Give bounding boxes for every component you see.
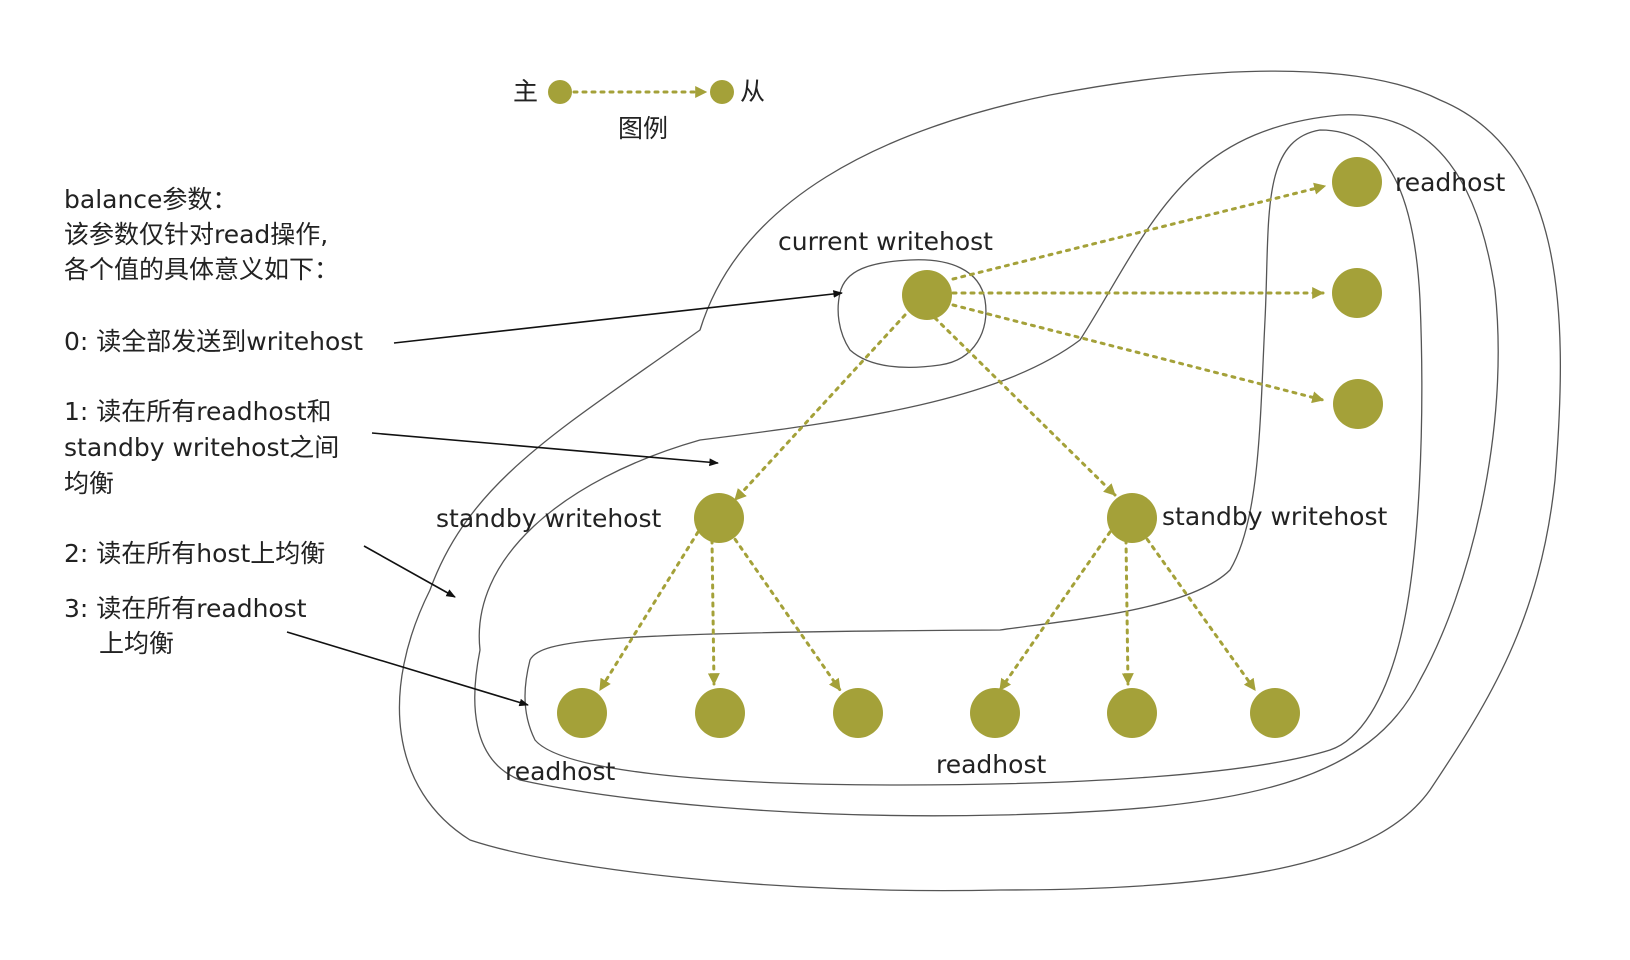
- label-standby-writehost-left: standby writehost: [436, 504, 661, 533]
- legend-slave-node: [710, 80, 734, 104]
- description-line-1: balance参数：: [64, 185, 237, 214]
- node-readhost-bottom-5: [1107, 688, 1157, 738]
- legend-slave-label: 从: [740, 77, 765, 106]
- region-all-hosts: [398, 70, 1562, 892]
- node-readhost-bottom-2: [695, 688, 745, 738]
- description-line-2: 该参数仅针对read操作,: [64, 220, 328, 249]
- node-standby-writehost-right: [1107, 493, 1157, 543]
- node-current-writehost: [902, 270, 952, 320]
- relation-standby-left-to-readhost-3: [728, 530, 842, 692]
- relation-standby-left-to-readhost-2: [707, 538, 720, 686]
- node-readhost-top-1: [1332, 157, 1382, 207]
- label-readhost-bottom-right: readhost: [936, 750, 1046, 779]
- region-readhost-and-standby: [474, 114, 1499, 817]
- label-current-writehost: current writehost: [778, 227, 993, 256]
- pointer-option-2: [363, 545, 456, 598]
- relation-standby-left-to-readhost-1: [598, 530, 700, 692]
- relation-current-to-standby-left: [733, 313, 907, 502]
- option-3-line-1: 3: 读在所有readhost: [64, 594, 307, 623]
- option-1-line-1: 1: 读在所有readhost和: [64, 397, 332, 426]
- legend-master-node: [548, 80, 572, 104]
- label-readhost-top: readhost: [1395, 168, 1505, 197]
- relation-current-to-standby-right: [933, 316, 1117, 497]
- node-readhost-top-2: [1332, 268, 1382, 318]
- option-1-line-3: 均衡: [64, 469, 114, 498]
- pointer-option-0: [393, 290, 843, 344]
- description-line-3: 各个值的具体意义如下：: [64, 255, 339, 284]
- option-2-line-1: 2: 读在所有host上均衡: [64, 539, 325, 568]
- option-1-line-2: standby writehost之间: [64, 433, 339, 462]
- relation-standby-right-to-readhost-5: [1121, 538, 1134, 686]
- label-standby-writehost-right: standby writehost: [1162, 502, 1387, 531]
- label-readhost-bottom-left: readhost: [505, 757, 615, 786]
- relation-current-to-readhost-top: [951, 182, 1327, 281]
- node-readhost-top-3: [1333, 379, 1383, 429]
- region-current-writehost: [837, 259, 987, 369]
- node-readhost-bottom-3: [833, 688, 883, 738]
- relation-standby-right-to-readhost-4: [998, 530, 1112, 692]
- pointer-option-1: [371, 432, 719, 467]
- option-3-line-2: 上均衡: [99, 629, 174, 658]
- node-readhost-bottom-6: [1250, 688, 1300, 738]
- legend-caption: 图例: [618, 114, 668, 143]
- node-readhost-bottom-4: [970, 688, 1020, 738]
- region-readhost-only: [524, 129, 1423, 786]
- relation-standby-right-to-readhost-6: [1140, 530, 1257, 692]
- node-readhost-bottom-1: [557, 688, 607, 738]
- option-0-line-1: 0: 读全部发送到writehost: [64, 327, 363, 356]
- pointer-option-3: [286, 631, 529, 707]
- legend-master-label: 主: [513, 77, 538, 106]
- relation-current-to-readhost-low: [951, 303, 1325, 404]
- node-standby-writehost-left: [694, 493, 744, 543]
